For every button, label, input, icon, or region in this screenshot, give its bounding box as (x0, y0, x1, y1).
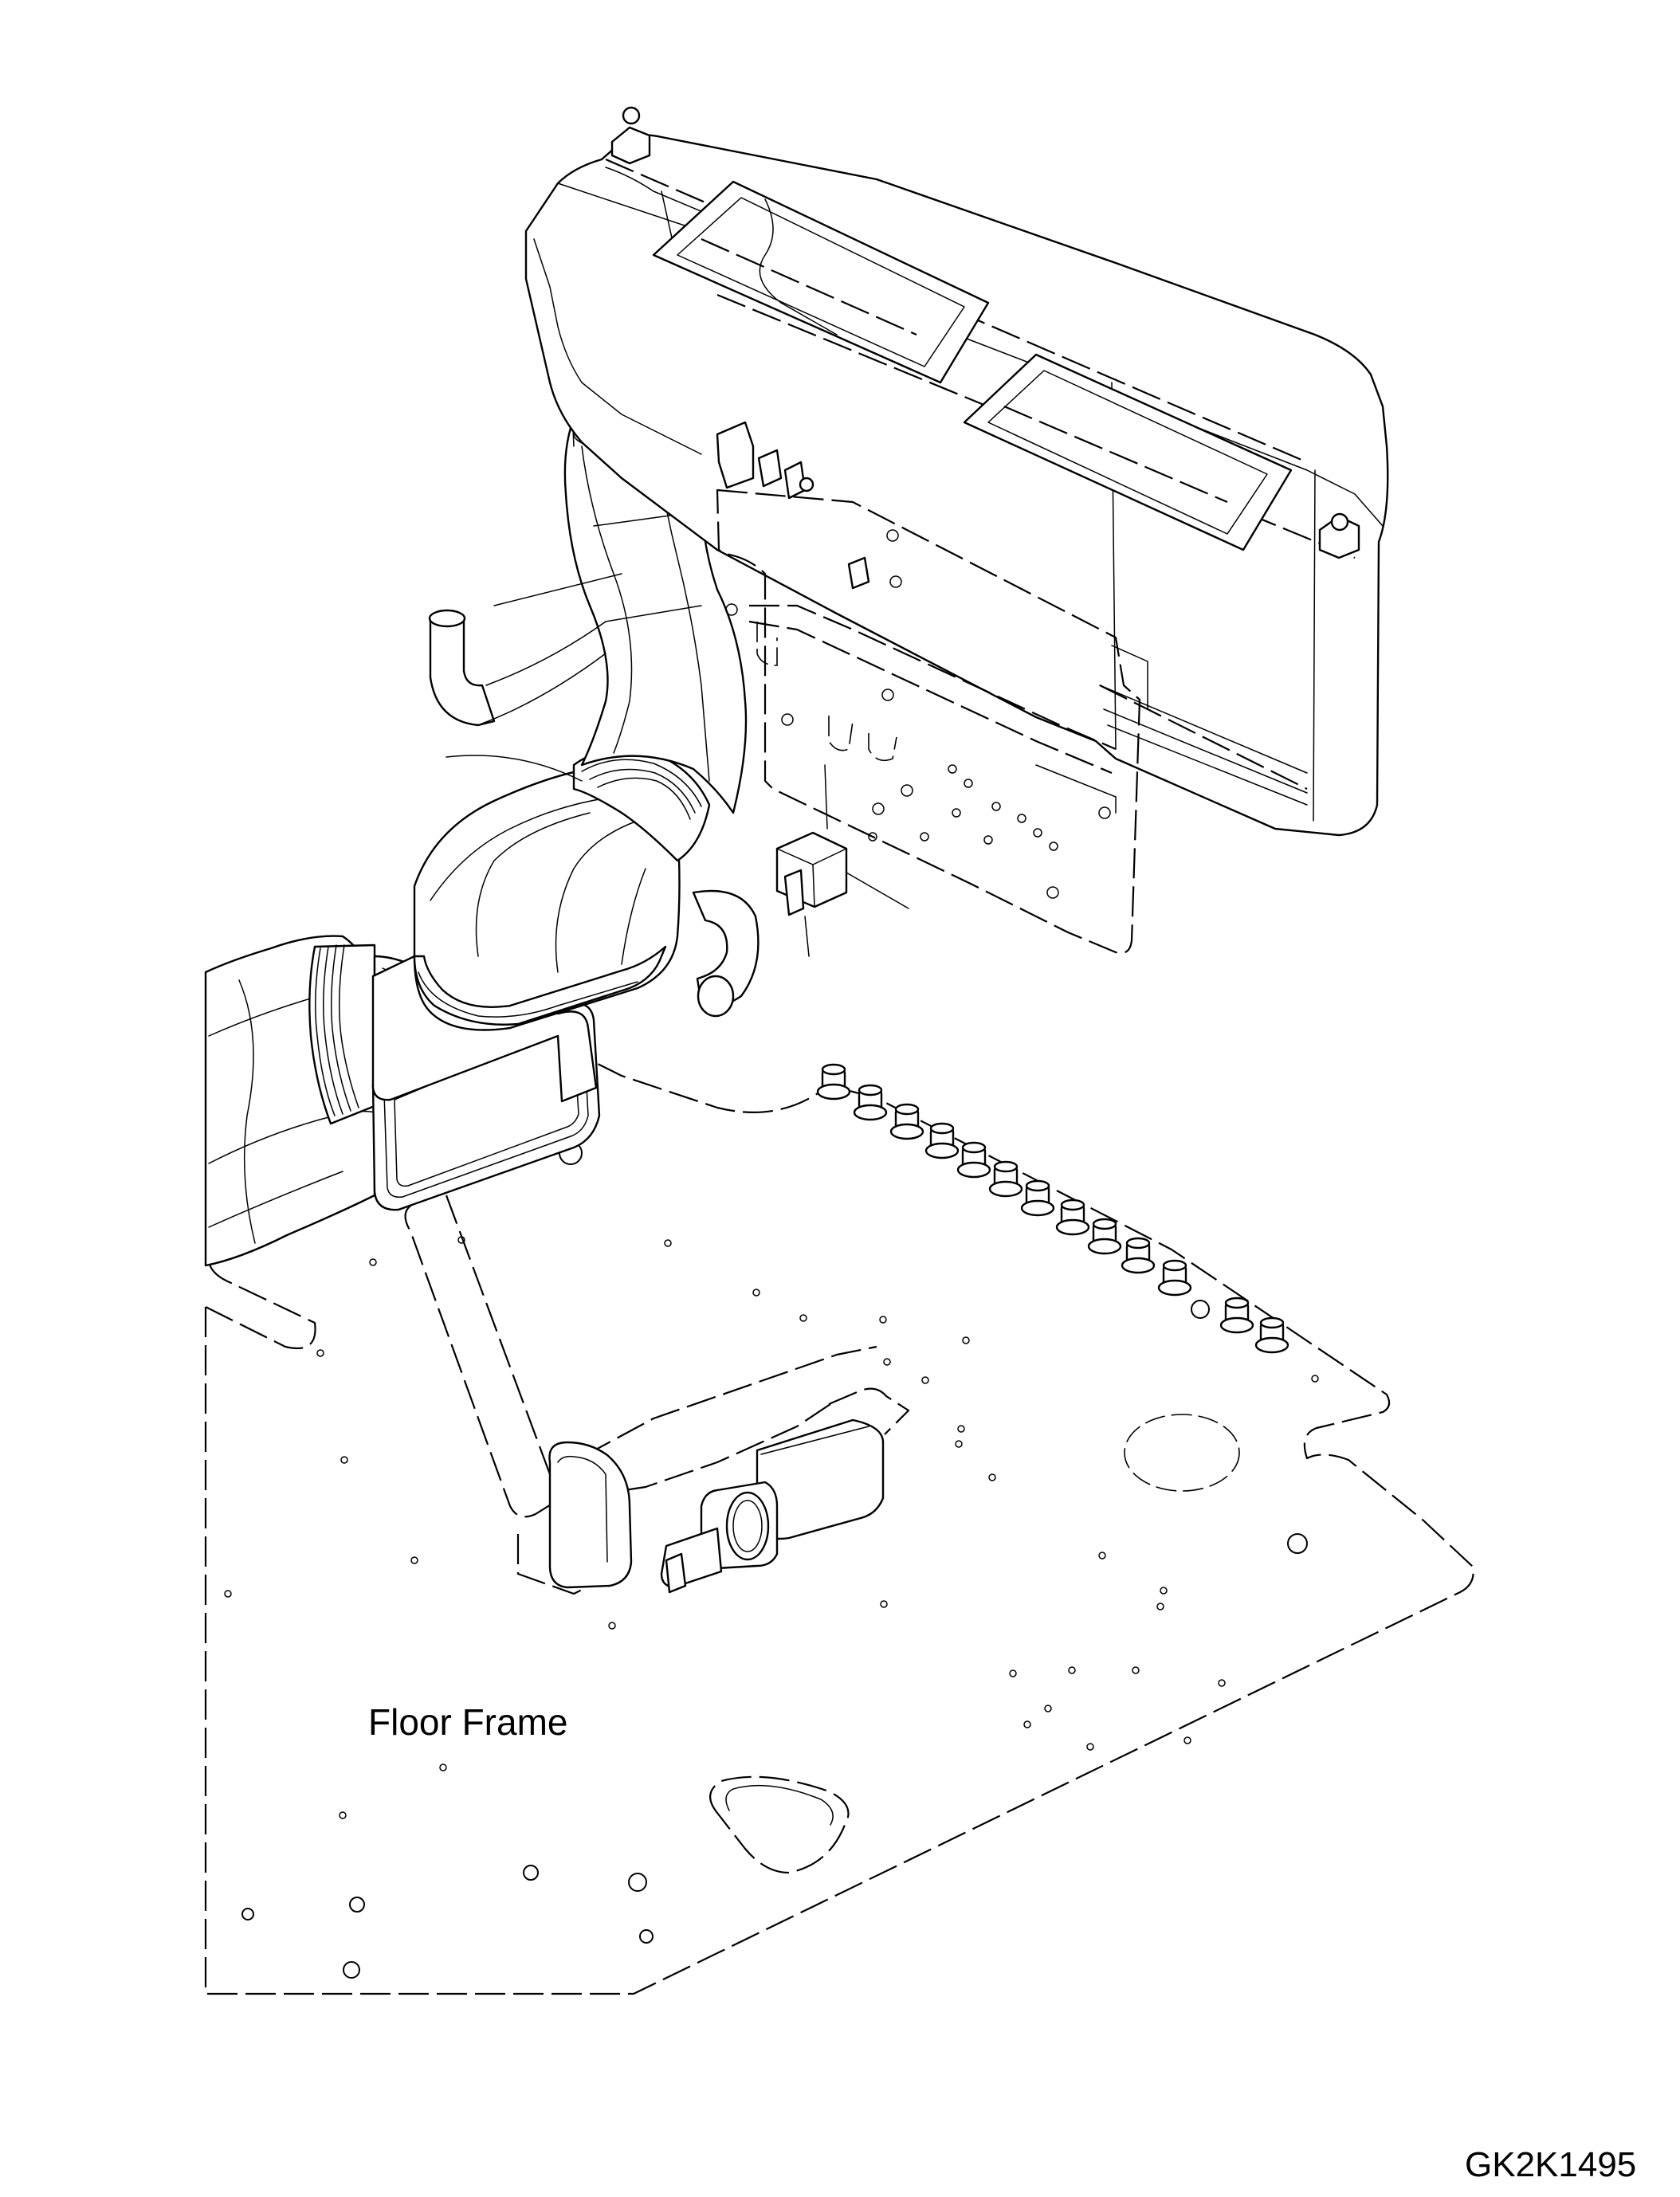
heater-vent-opening-right (963, 353, 1293, 551)
floor-frame-plate (204, 1059, 1474, 1995)
floor-sensor-assembly (548, 1418, 885, 1594)
mounting-bracket-plate (716, 421, 1141, 957)
floor-stud-row (816, 1063, 1289, 1354)
drawing-code-label: GK2K1495 (1465, 2145, 1637, 2184)
heater-top-mount-bolts (610, 106, 1360, 559)
heater-vent-opening-left (652, 180, 990, 384)
floor-frame-label: Floor Frame (368, 1701, 568, 1743)
air-duct-assembly (204, 390, 760, 1267)
